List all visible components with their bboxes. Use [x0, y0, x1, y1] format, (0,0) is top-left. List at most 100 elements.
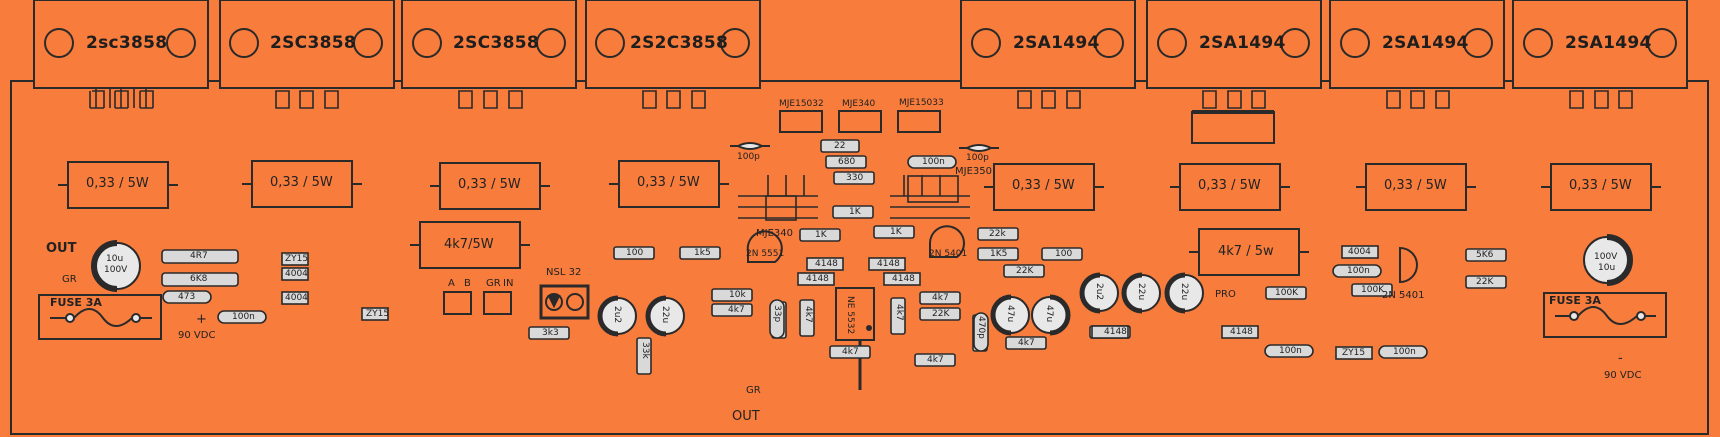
opamp-label: NE 5532 — [845, 296, 855, 335]
capacitor-label: 100n — [922, 157, 945, 167]
resistor-5w-label: 4k7/5W — [444, 237, 494, 252]
emitter-resistor-label: 0,33 / 5W — [458, 177, 521, 192]
emitter-resistor-label: 0,33 / 5W — [1198, 178, 1261, 193]
power-transistor-row — [33, 0, 1688, 144]
diode-label: 4148 — [806, 274, 829, 284]
power-transistor-label: 2SC3858 — [270, 33, 356, 53]
emitter-resistor-label: 0,33 / 5W — [1569, 178, 1632, 193]
out-label: OUT — [732, 409, 760, 424]
b-label: B — [464, 278, 471, 289]
gr-in-label: IN — [503, 278, 514, 289]
driver-area — [443, 110, 1418, 390]
emitter-resistors — [58, 160, 1661, 276]
gr-label: GR — [746, 385, 761, 396]
resistor-label: 22K — [1476, 277, 1494, 287]
a-label: A — [448, 278, 455, 289]
resistor-label: 1k5 — [694, 248, 711, 258]
out-label: OUT — [46, 241, 77, 256]
resistor-label: 22K — [1016, 266, 1034, 276]
capacitor-label: 47u — [1044, 305, 1054, 323]
capacitor-label: 100V — [104, 265, 128, 275]
resistor-label: 100 — [1055, 249, 1073, 259]
diode-label: 4148 — [1230, 327, 1253, 337]
resistor-label: 1K5 — [990, 249, 1008, 259]
resistor-label: 4k7 — [894, 304, 904, 321]
pro-label: PRO — [1215, 289, 1236, 300]
capacitor-label: 47u — [1005, 305, 1015, 323]
driver-label: MJE350 — [955, 166, 992, 177]
resistor-label: 100K — [1275, 288, 1299, 298]
resistor-label: 4k7 — [932, 293, 949, 303]
transistor-label: 2N 5401 — [1382, 290, 1425, 301]
resistor-5w-label: 4k7 / 5w — [1218, 244, 1274, 259]
power-transistor-label: 2SA1494 — [1199, 33, 1286, 53]
gr-label: GR — [62, 274, 77, 285]
small-resistors — [161, 139, 1507, 375]
resistor-label: 4k7 — [728, 305, 745, 315]
power-transistor-label: 2SC3858 — [453, 33, 539, 53]
capacitor-label: 473 — [178, 292, 196, 302]
diode-label: 4004 — [285, 269, 308, 279]
vdc-label: 90 VDC — [1604, 370, 1642, 381]
resistor-label: 33k — [640, 342, 650, 359]
emitter-resistor-label: 0,33 / 5W — [270, 175, 333, 190]
capacitor-label: 10u — [1598, 263, 1616, 273]
resistor-label: 4k7 — [842, 347, 859, 357]
transistor-label: 2N 5401 — [929, 249, 968, 259]
capacitor-label: 100n — [1393, 347, 1416, 357]
emitter-resistor-label: 0,33 / 5W — [1012, 178, 1075, 193]
resistor-label: 4k7 — [803, 306, 813, 323]
fuse-label: FUSE 3A — [50, 296, 102, 309]
capacitor-label: 100n — [1279, 346, 1302, 356]
capacitor-label: 22u — [660, 306, 670, 324]
capacitor-label: 2u2 — [612, 306, 622, 324]
driver-label: MJE15033 — [899, 98, 944, 108]
resistor-label: 10k — [729, 290, 746, 300]
resistor-label: 1K — [849, 207, 861, 217]
power-transistor-label: 2SA1494 — [1565, 33, 1652, 53]
capacitor-label: 470p — [976, 316, 986, 339]
diode-label: 4004 — [285, 293, 308, 303]
resistor-label: 4k7 — [1018, 338, 1035, 348]
capacitor-label: 33p — [772, 305, 782, 323]
capacitor-label: 100n — [232, 312, 255, 322]
diode-label: 4004 — [1348, 247, 1371, 257]
minus-label: - — [1618, 351, 1623, 366]
resistor-label: 3k3 — [542, 328, 559, 338]
capacitors — [162, 155, 1428, 359]
gr-in-label: GR — [486, 278, 501, 289]
fuse-label: FUSE 3A — [1549, 294, 1601, 307]
emitter-resistor-label: 0,33 / 5W — [1384, 178, 1447, 193]
resistor-label: 330 — [846, 173, 864, 183]
driver-label: MJE340 — [842, 99, 876, 109]
resistor-label: 22K — [932, 309, 950, 319]
emitter-resistor-label: 0,33 / 5W — [637, 175, 700, 190]
capacitor-label: 22u — [1136, 283, 1146, 301]
resistor-label: 100K — [1361, 285, 1385, 295]
diodes — [281, 245, 1379, 360]
capacitor-label: 2u2 — [1094, 283, 1104, 301]
power-transistor-label: 2SA1494 — [1013, 33, 1100, 53]
led-label: NSL 32 — [546, 267, 582, 278]
fuses — [38, 292, 1667, 340]
resistor-label: 5K6 — [1476, 250, 1494, 260]
diode-label: ZY15 — [366, 309, 390, 319]
transistor-label: 2N 5551 — [746, 249, 785, 259]
plus-label: + — [196, 312, 207, 327]
power-transistor-label: 2sc3858 — [86, 33, 168, 53]
resistor-label: 680 — [838, 157, 856, 167]
power-transistor-label: 2S2C3858 — [630, 33, 729, 53]
driver-label: MJE15032 — [779, 99, 824, 109]
vdc-label: 90 VDC — [178, 330, 216, 341]
resistor-label: 4R7 — [190, 251, 208, 261]
electrolytic-caps — [91, 234, 1633, 337]
diode-label: 4148 — [877, 259, 900, 269]
capacitor-label: 100V — [1594, 252, 1618, 262]
driver-label: MJE340 — [756, 228, 793, 239]
capacitor-label: 100p — [966, 153, 989, 163]
resistor-label: 100 — [626, 248, 644, 258]
capacitor-label: 22u — [1179, 283, 1189, 301]
board-outline — [10, 80, 1709, 435]
diode-label: ZY15 — [1342, 348, 1366, 358]
